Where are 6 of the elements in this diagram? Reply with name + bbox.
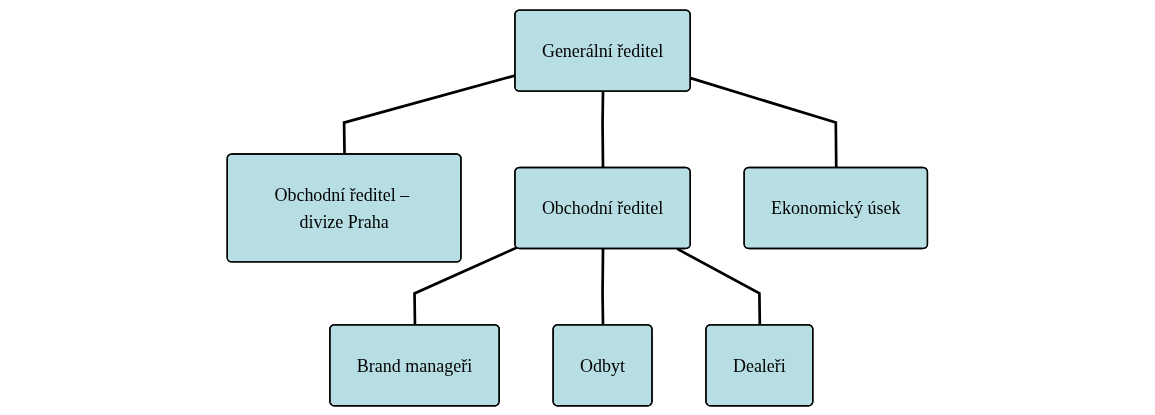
connector <box>601 91 605 168</box>
connector <box>601 248 605 325</box>
connector <box>676 247 762 325</box>
connector <box>342 73 516 155</box>
connector <box>690 76 838 168</box>
connector <box>413 245 518 325</box>
